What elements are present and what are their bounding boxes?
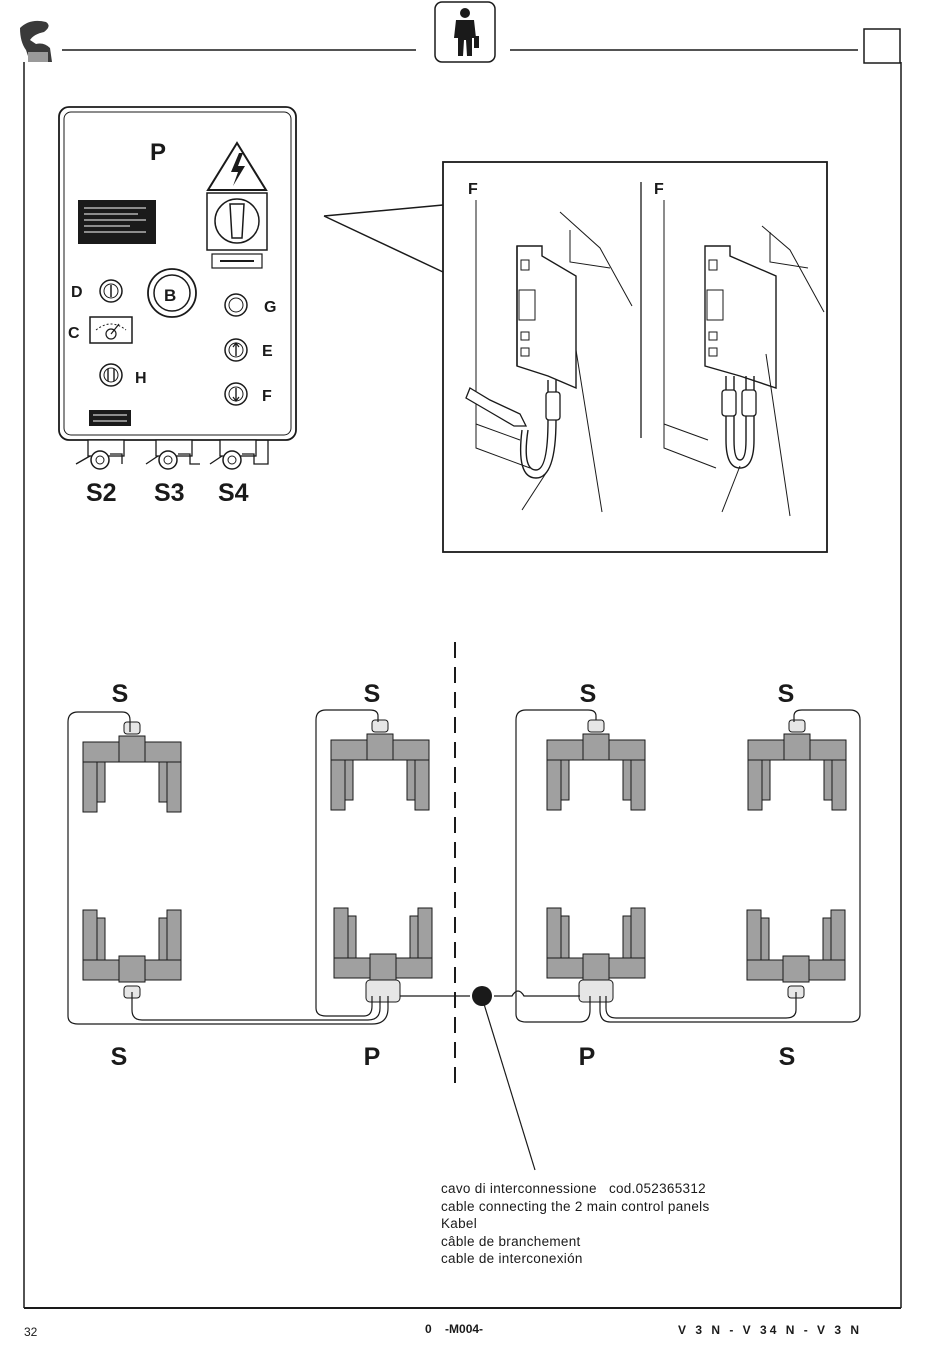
top-label-3: S [580,680,597,708]
bottom-label-2: P [364,1043,381,1071]
label-d: D [71,284,83,301]
detail-box: F F [443,162,827,552]
indicator-d [100,280,122,302]
operator-figure-icon [435,2,495,62]
model-list: V 3 N - V 34 N - V 3 N [678,1323,862,1337]
label-e: E [262,343,273,360]
button-e [225,339,247,361]
document-code-prefix: 0 [425,1322,432,1336]
page-number: 32 [24,1325,37,1339]
top-unit-1 [83,722,181,812]
button-h [100,364,122,386]
caption-line-fr: câble de branchement [441,1233,710,1251]
top-unit-2 [331,720,429,810]
socket-s3 [146,440,200,469]
caption-line-it: cavo di interconnessione cod.052365312 [441,1180,710,1198]
cable-caption: cavo di interconnessione cod.052365312 c… [441,1180,710,1268]
brand-logo-icon [20,21,52,62]
socket-s2-label: S2 [86,479,117,507]
layout-diagram [68,710,860,1170]
bottom-unit-4 [747,910,845,998]
label-f: F [262,388,272,405]
label-g: G [264,299,276,316]
bottom-unit-1 [83,910,181,998]
bottom-label-3: P [579,1043,596,1071]
top-unit-3 [547,720,645,810]
socket-s3-label: S3 [154,479,185,507]
bottom-label-1: S [111,1043,128,1071]
top-label-1: S [112,680,129,708]
bottom-unit-3 [547,908,645,1002]
bottom-label-4: S [779,1043,796,1071]
top-label-2: S [364,680,381,708]
layout-labels: S S S S S P P S [111,680,796,1071]
button-f [225,383,247,405]
document-code: 0 -M004- [425,1322,483,1336]
label-h: H [135,370,147,387]
gauge-c [90,317,132,343]
socket-s4 [210,440,268,469]
socket-s2 [76,440,124,469]
lamp-g [225,294,247,316]
knob-b-label: B [164,286,176,305]
bottom-unit-2 [334,908,432,1002]
label-c: C [68,325,80,342]
document-code-main: -M004- [445,1322,483,1336]
label-plate [78,200,156,244]
interconnection-point [472,986,492,1006]
caption-line-es: cable de interconexión [441,1250,710,1268]
panel-title: P [150,139,166,166]
blank-box-icon [864,29,900,63]
control-panel: P B D C H G E F S2 S3 S4 [59,107,296,507]
caption-line-en: cable connecting the 2 main control pane… [441,1198,710,1216]
socket-s4-label: S4 [218,479,249,507]
caption-line-de: Kabel [441,1215,710,1233]
main-switch [207,193,267,268]
top-unit-4 [748,720,846,810]
top-label-4: S [778,680,795,708]
detail-label-right: F [654,181,664,198]
detail-label-left: F [468,181,478,198]
